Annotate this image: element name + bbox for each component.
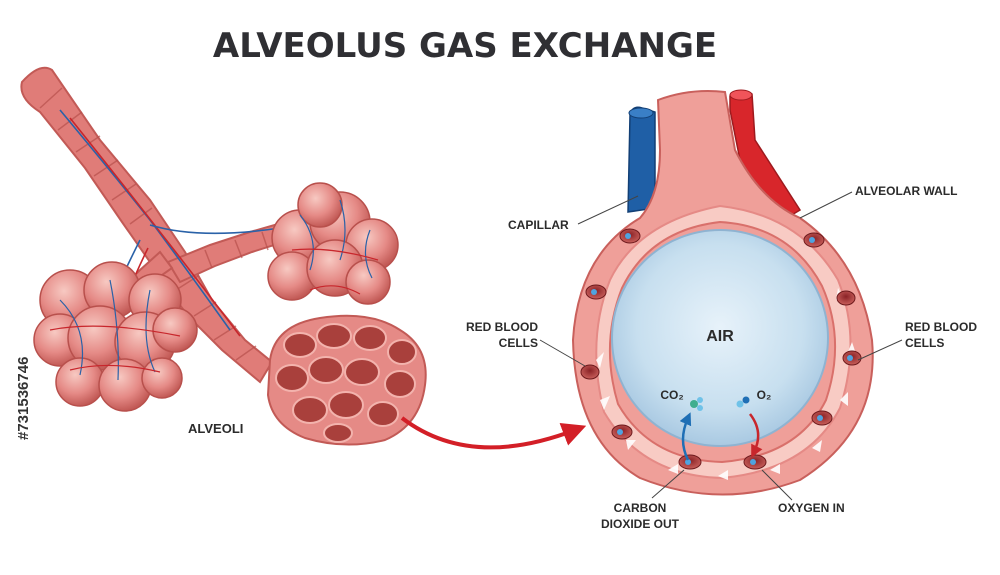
alveoli-cluster-lower [33,261,198,412]
co2-out-arrow [679,412,692,461]
leader-capillar [577,195,639,225]
leader-rbc-right [857,339,903,361]
stock-id-text: #731536746 [15,357,32,440]
label-alveoli: ALVEOLI [188,421,243,436]
leader-co2-out [651,469,685,499]
o2-in-arrow [748,413,763,458]
label-oxygen-in: OXYGEN IN [778,501,845,515]
alveoli-cross-section [266,314,427,446]
o2-molecule [736,396,750,408]
label-co2-out-2: DIOXIDE OUT [601,517,680,531]
vein-vessel [627,106,656,213]
leader-alveolar-wall [799,191,853,219]
leader-rbc-left [539,339,586,367]
zoom-arrow [400,416,587,450]
label-rbc-left-2: CELLS [499,336,538,350]
label-rbc-right-2: CELLS [905,336,944,350]
label-rbc-left-1: RED BLOOD [466,320,538,334]
leader-oxygen-in [761,469,793,501]
label-co2-out-1: CARBON [614,501,667,515]
co2-molecule [690,397,703,411]
alveolus-detail [571,89,874,496]
red-blood-cells [580,228,862,470]
label-capillar: CAPILLAR [508,218,569,232]
diagram-title: ALVEOLUS GAS EXCHANGE [213,26,717,66]
alveoli-cluster-upper [267,182,399,305]
label-rbc-right-1: RED BLOOD [905,320,977,334]
bronchiole-tree [20,66,427,446]
label-alveolar-wall: ALVEOLAR WALL [855,184,957,198]
air-sac [611,229,829,447]
label-o2: O₂ [757,388,772,402]
label-air: AIR [706,328,734,345]
label-co2: CO₂ [660,388,683,402]
